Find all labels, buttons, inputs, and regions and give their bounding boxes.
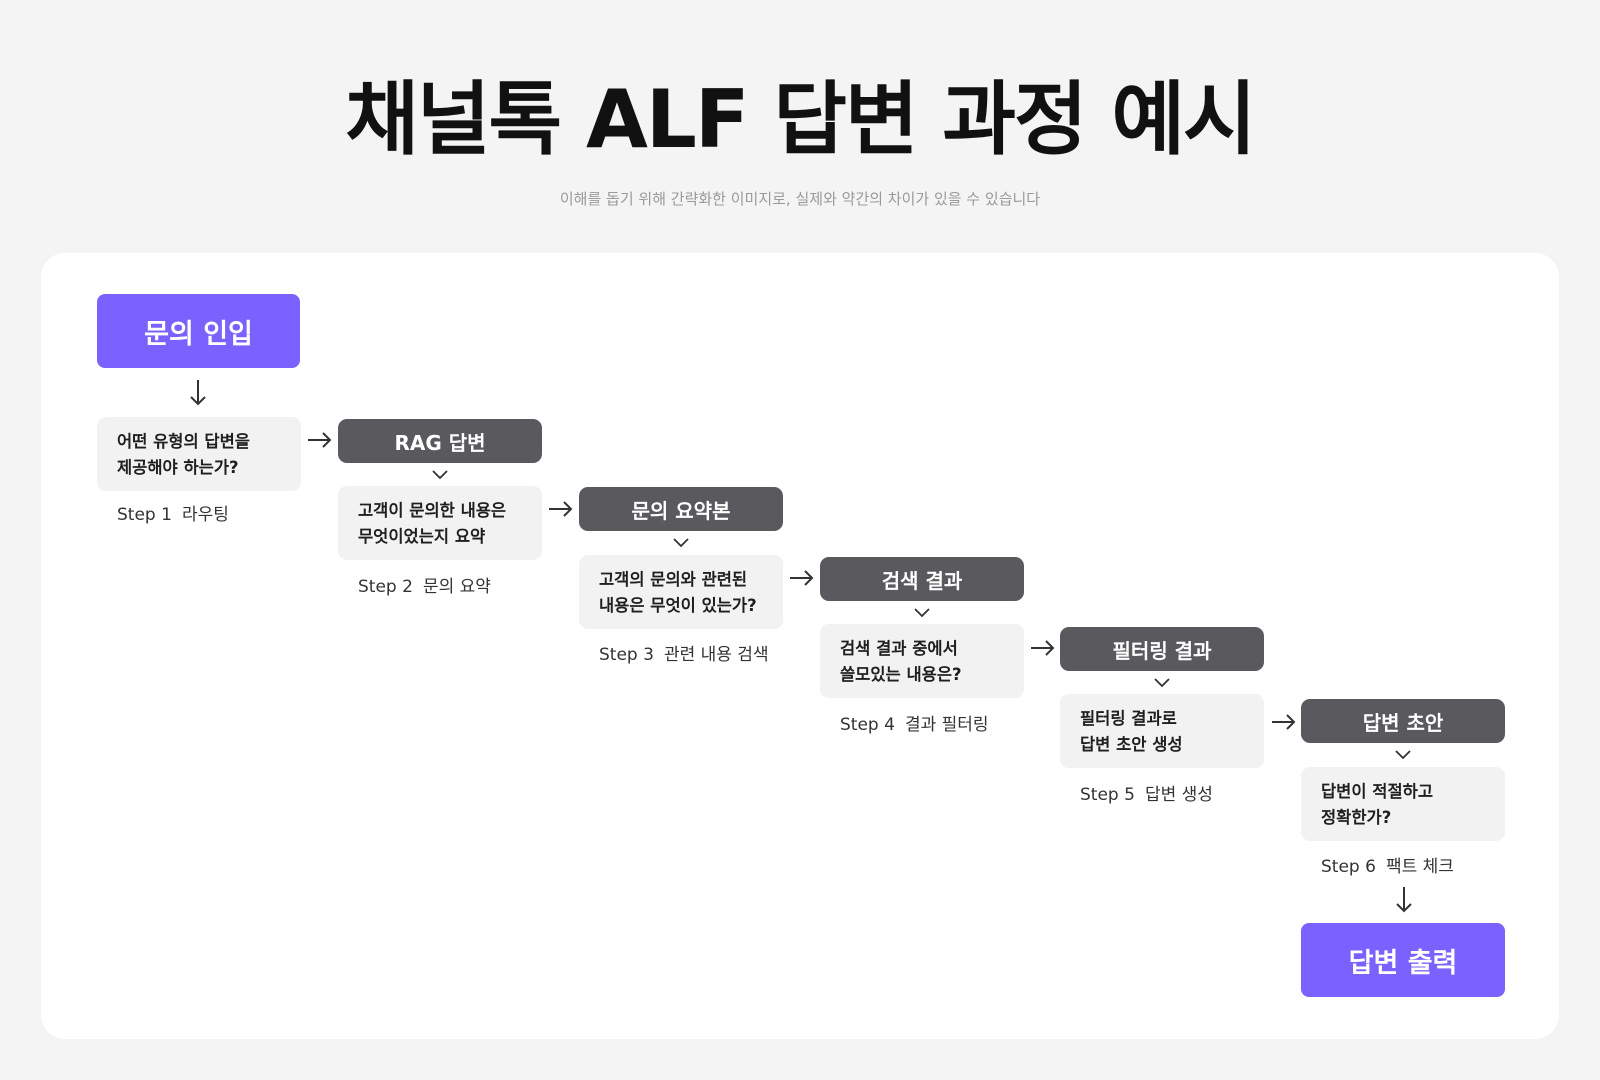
step5-header: 필터링 결과 [1060,627,1264,671]
step3-number: Step 3 [599,645,654,665]
arrow-right-icon [1272,714,1296,730]
start-node: 문의 인입 [97,294,300,368]
chevron-down-icon [914,608,930,618]
step3-header: 문의 요약본 [579,487,783,531]
diagram-card [41,253,1559,1039]
step4-header: 검색 결과 [820,557,1024,601]
arrow-down-icon [1396,887,1412,913]
step6-header: 답변 초안 [1301,699,1505,743]
step1-label: 라우팅 [181,505,229,525]
chevron-down-icon [432,470,448,480]
chevron-down-icon [1395,750,1411,760]
step1-number: Step 1 [117,505,172,525]
step6-question: 답변이 적절하고 정확한가? [1301,767,1505,841]
step5-question: 필터링 결과로 답변 초안 생성 [1060,694,1264,768]
step3-question: 고객의 문의와 관련된 내용은 무엇이 있는가? [579,555,783,629]
step1-question: 어떤 유형의 답변을 제공해야 하는가? [97,417,301,491]
step2-caption: Step 2 문의 요약 [358,572,491,597]
step4-question: 검색 결과 중에서 쓸모있는 내용은? [820,624,1024,698]
step6-label: 팩트 체크 [1385,857,1454,877]
step4-caption: Step 4 결과 필터링 [840,710,989,735]
step6-number: Step 6 [1321,857,1376,877]
step5-label: 답변 생성 [1144,785,1213,805]
chevron-down-icon [673,538,689,548]
arrow-right-icon [790,570,814,586]
step1-caption: Step 1 라우팅 [117,500,229,525]
step5-caption: Step 5 답변 생성 [1080,780,1213,805]
step2-header: RAG 답변 [338,419,542,463]
step2-question: 고객이 문의한 내용은 무엇이었는지 요약 [338,486,542,560]
end-node: 답변 출력 [1301,923,1505,997]
step4-number: Step 4 [840,715,895,735]
arrow-right-icon [308,432,332,448]
step6-caption: Step 6 팩트 체크 [1321,852,1454,877]
step3-label: 관련 내용 검색 [663,645,769,665]
arrow-right-icon [549,501,573,517]
page-title: 채널톡 ALF 답변 과정 예시 [345,73,1256,166]
step4-label: 결과 필터링 [904,715,989,735]
arrow-down-icon [190,380,206,406]
step3-caption: Step 3 관련 내용 검색 [599,640,769,665]
arrow-right-icon [1031,640,1055,656]
step2-number: Step 2 [358,577,413,597]
chevron-down-icon [1154,678,1170,688]
step5-number: Step 5 [1080,785,1135,805]
step2-label: 문의 요약 [422,577,491,597]
page-subtitle: 이해를 돕기 위해 간략화한 이미지로, 실제와 약간의 차이가 있을 수 있습… [559,190,1041,208]
